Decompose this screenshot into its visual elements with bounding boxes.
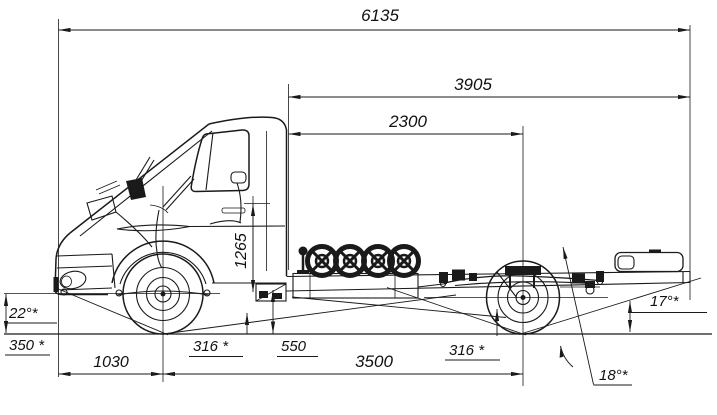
windshield-inner-line (79, 130, 213, 237)
rear-box-detail (617, 255, 635, 270)
mirror-arm (135, 156, 155, 184)
dim-label-overall-length: 6135 (361, 6, 399, 25)
dim-label-clearance-front: 316 * (193, 338, 229, 355)
driveline (417, 282, 448, 288)
dashboard-line (149, 204, 169, 214)
dim-label-clearance-middle: 550 (281, 338, 307, 355)
roof-and-rear-edge (208, 116, 288, 276)
mirror (126, 178, 146, 200)
chassis (115, 244, 691, 302)
approach-angle-line (55, 287, 169, 336)
wiper (95, 180, 121, 195)
dim-clearance-middle: 550 (270, 290, 318, 357)
dim-label-departure-angle: 17°* (650, 293, 680, 310)
front-wheel (122, 253, 204, 335)
cab-step-box (255, 283, 287, 302)
dim-label-front-height: 350 * (9, 337, 45, 354)
dim-label-ramp-angle: 18°* (599, 367, 629, 384)
fog-lamp (59, 270, 87, 290)
construction-lines (4, 186, 712, 382)
interior (149, 171, 247, 225)
fuel-tank-straps (309, 273, 396, 298)
front-wheel-arch-liner (119, 251, 207, 285)
dim-label-cab-to-rear-axle: 2300 (388, 112, 427, 131)
departure-angle-line (518, 277, 702, 335)
breakover-line-rear (386, 287, 527, 336)
rear-axle-hardware (452, 269, 600, 295)
tow-hook (60, 288, 68, 296)
dim-label-front-overhang: 1030 (93, 354, 129, 371)
dim-label-clearance-rear: 316 * (449, 342, 485, 359)
dim-label-wheelbase: 3500 (355, 352, 393, 371)
rear-box-bracket (649, 249, 661, 253)
belt-molding (116, 224, 286, 232)
dim-cab-to-rear-axle: 2300 (288, 112, 523, 137)
dim-label-frame-height: 1265 (233, 233, 250, 269)
front-wheel-arch (111, 240, 215, 284)
dim-overall-length: 6135 (58, 6, 690, 33)
door-front-seam (155, 209, 163, 269)
front-leaf-spring (115, 289, 211, 297)
steering-column (162, 175, 195, 211)
side-window (190, 129, 250, 193)
window-vent-divider (205, 132, 214, 191)
dim-frame-height: 1265 (233, 203, 270, 292)
underbody-tangent-line (291, 296, 507, 318)
dim-clearance-front: 316 * (189, 313, 250, 357)
dim-approach-angle: 22°* 350 * (3, 294, 57, 356)
dim-label-approach-angle: 22°* (8, 305, 39, 322)
dim-ramp-angle: 18°* (559, 246, 632, 386)
seat-profile (209, 182, 242, 225)
gas-cylinders (297, 244, 421, 278)
door-handle (221, 207, 246, 214)
seat-headrest (230, 171, 247, 184)
dim-overhang-and-wheelbase: 1030 3500 (58, 352, 523, 377)
bumper-lines (56, 253, 116, 291)
dimension-layer: 6135 3905 2300 1265 (3, 6, 707, 386)
dim-clearance-rear: 316 * (445, 309, 500, 361)
breakover-line-front (162, 294, 457, 335)
bumper-end-bracket (53, 277, 59, 292)
dim-label-cab-to-frame-end: 3905 (454, 75, 492, 94)
fog-lamp-inner (61, 275, 72, 288)
dim-departure-angle: 17°* (627, 293, 707, 332)
cab (53, 116, 288, 296)
dim-cab-to-frame-end: 3905 (288, 75, 690, 100)
